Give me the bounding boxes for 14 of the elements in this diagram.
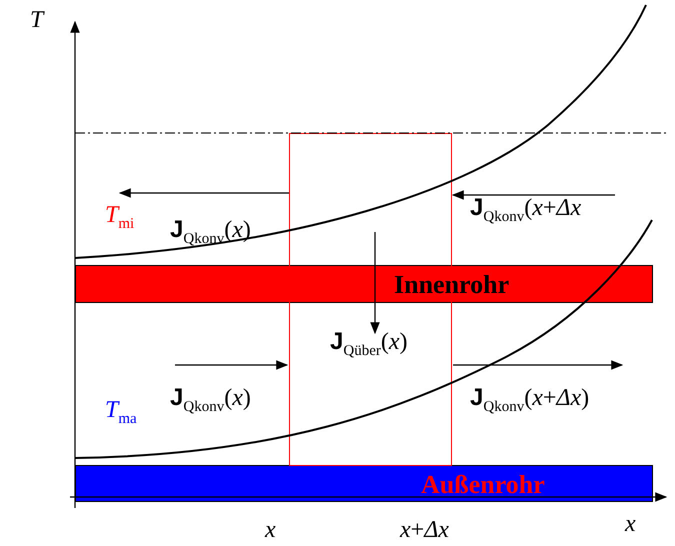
axis-tick-label: x [265,518,276,542]
flux-label: J$_{Qüber}$(x) [330,330,408,359]
flux-label: J$_{Qkonv}$(x+Δx) [470,386,590,415]
axis-label: x [625,512,636,536]
pipe-bar [75,465,653,502]
temperature-label: T$_{mi}$ [105,203,134,232]
axis-label: T [30,8,44,32]
temperature-label: T$_{ma}$ [105,398,137,427]
axis-tick-label: x+Δx [400,518,449,542]
pipe-label: Außenrohr [421,472,545,498]
pipe-bar [75,265,653,303]
flux-label: J$_{Qkonv}$(x+Δx [470,196,582,225]
pipe-label: Innenrohr [394,272,510,298]
flux-label: J$_{Qkonv}$(x) [170,386,251,415]
